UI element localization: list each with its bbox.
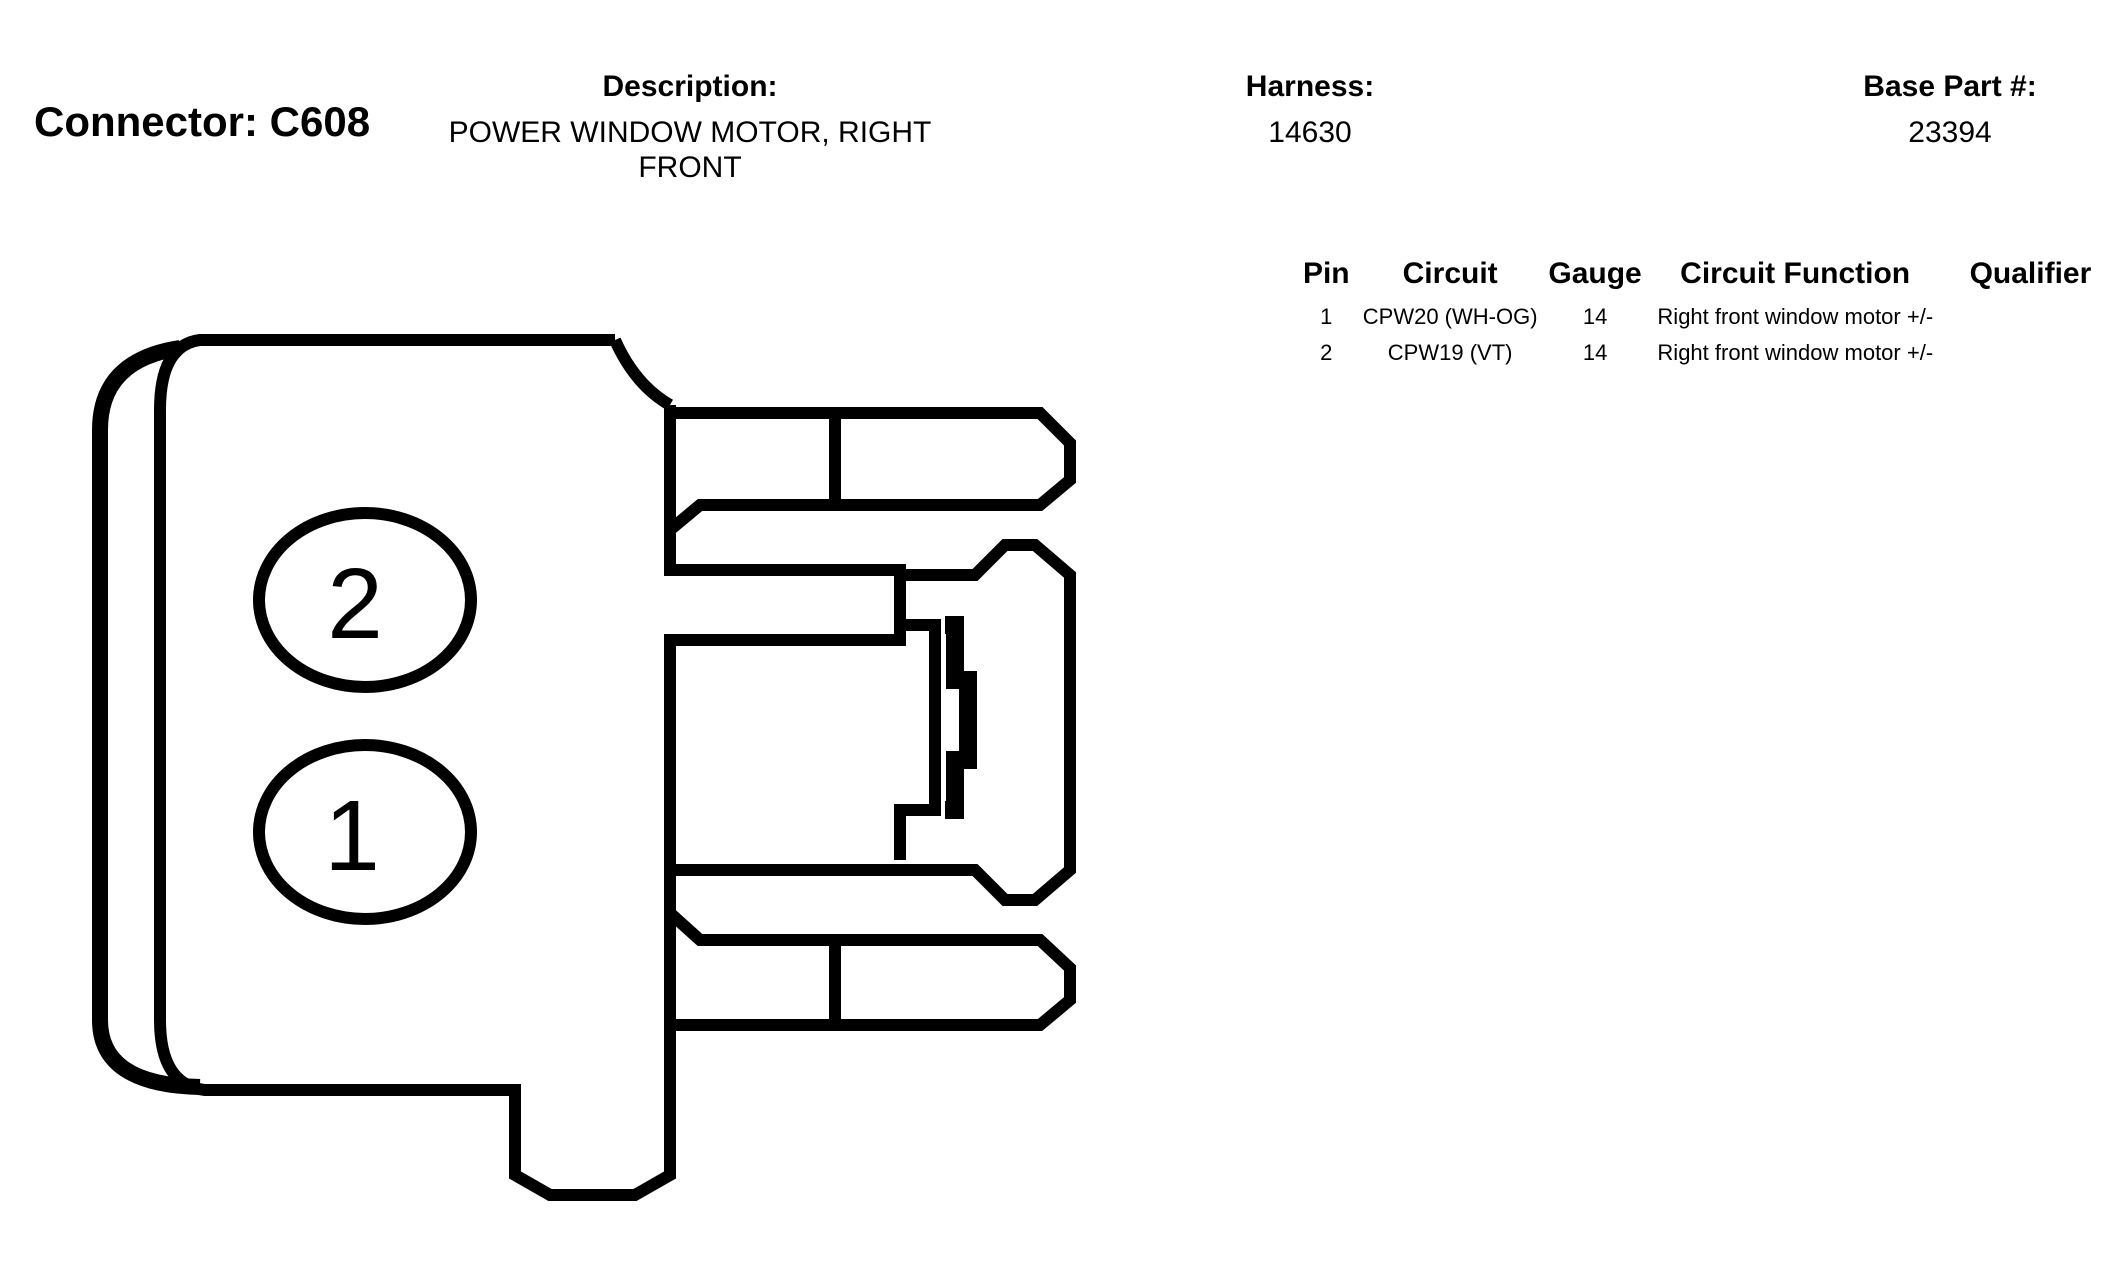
row-circuit: CPW20 (WH-OG) xyxy=(1362,304,1538,329)
table-row: 2 CPW19 (VT) 14 Right front window motor… xyxy=(1295,335,2118,371)
row-circuit: CPW19 (VT) xyxy=(1387,340,1513,365)
row-gauge: 14 xyxy=(1582,340,1608,365)
center-key xyxy=(894,575,941,860)
connector-housing-outline xyxy=(154,334,676,1201)
lower-tab-body xyxy=(664,855,1076,1031)
row-circuit-function: Right front window motor +/- xyxy=(1657,340,1934,365)
header-circuit-function: Circuit Function xyxy=(1680,257,1911,290)
header-pin: Pin xyxy=(1302,257,1350,290)
connector-title: Connector: C608 xyxy=(34,98,371,145)
harness-label: Harness: xyxy=(1245,70,1375,103)
pin-1-label: 1 xyxy=(324,780,380,892)
pin-2-label: 2 xyxy=(327,548,383,660)
pin-table: Pin Circuit Gauge Circuit Function Quali… xyxy=(1295,255,2118,371)
description-value: POWER WINDOW MOTOR, RIGHT FRONT xyxy=(420,115,960,185)
upper-tab xyxy=(664,405,906,855)
base-part-label: Base Part #: xyxy=(1863,70,2037,103)
connector-top-corner xyxy=(609,337,674,411)
description-label: Description: xyxy=(602,70,778,103)
harness-value: 14630 xyxy=(1268,116,1352,149)
center-key-outline xyxy=(900,539,1076,906)
row-gauge: 14 xyxy=(1582,304,1608,329)
base-part-value: 23394 xyxy=(1908,116,1992,149)
table-row: 1 CPW20 (WH-OG) 14 Right front window mo… xyxy=(1295,299,2118,335)
row-pin: 2 xyxy=(1320,340,1333,365)
center-latch-inner xyxy=(945,616,977,819)
description-value-line2: FRONT xyxy=(638,151,742,184)
row-circuit-function: Right front window motor +/- xyxy=(1657,304,1934,329)
header-gauge: Gauge xyxy=(1548,257,1642,290)
pin-1-circle xyxy=(253,739,477,925)
header-qualifier: Qualifier xyxy=(1969,257,2092,290)
header-circuit: Circuit xyxy=(1402,257,1498,290)
row-pin: 1 xyxy=(1320,304,1333,329)
pin-table-header-row: Pin Circuit Gauge Circuit Function Quali… xyxy=(1295,255,2118,299)
upper-tab-body xyxy=(666,407,1076,535)
pin-2-circle xyxy=(253,507,477,693)
description-value-line1: POWER WINDOW MOTOR, RIGHT xyxy=(448,116,932,149)
connector-left-edge xyxy=(92,340,201,1095)
